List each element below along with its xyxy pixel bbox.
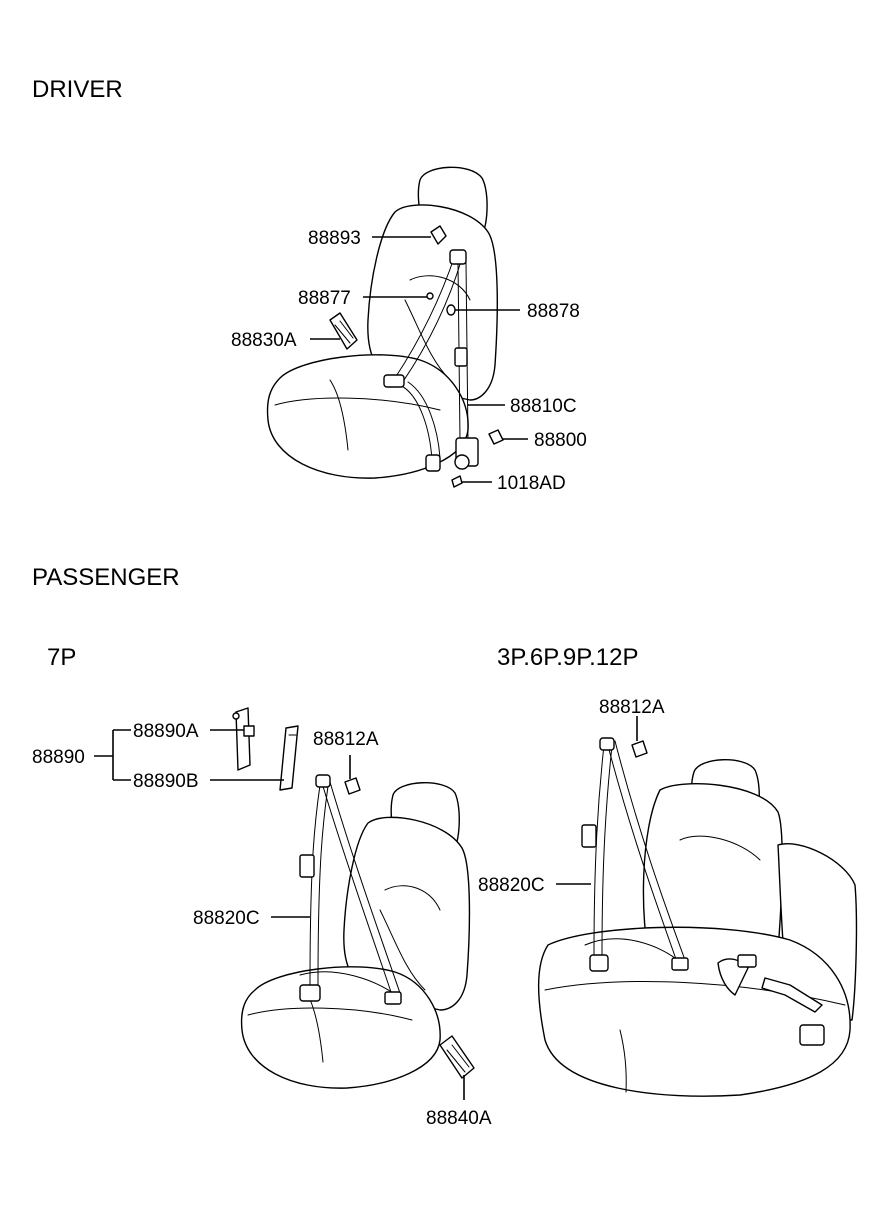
label-88890A: 88890A [133, 721, 199, 742]
label-88840A: 88840A [426, 1108, 492, 1129]
label-88890B: 88890B [133, 771, 199, 792]
driver-seat-illustration [266, 166, 504, 488]
passenger-multi-seat-illustration [537, 737, 858, 1097]
label-88878: 88878 [527, 301, 580, 322]
multi-p-heading: 3P.6P.9P.12P [497, 644, 639, 671]
label-88830A: 88830A [231, 330, 297, 351]
label-88820C-7p: 88820C [193, 908, 260, 929]
label-1018AD: 1018AD [497, 473, 566, 494]
label-88800: 88800 [534, 430, 587, 451]
label-88877: 88877 [298, 288, 351, 309]
label-88810C: 88810C [510, 396, 577, 417]
label-88812A-7p: 88812A [313, 729, 379, 750]
label-88812A-multi: 88812A [599, 697, 665, 718]
passenger-7p-leader-lines [94, 729, 465, 1100]
label-88820C-multi: 88820C [478, 875, 545, 896]
label-88890: 88890 [32, 747, 85, 768]
passenger-7p-seat-illustration [232, 707, 475, 1089]
label-88893: 88893 [308, 228, 361, 249]
passenger-heading: PASSENGER [32, 564, 180, 591]
driver-leader-lines [310, 236, 528, 483]
driver-heading: DRIVER [32, 76, 123, 103]
7p-heading: 7P [47, 644, 76, 671]
passenger-multi-leader-lines [556, 716, 638, 885]
